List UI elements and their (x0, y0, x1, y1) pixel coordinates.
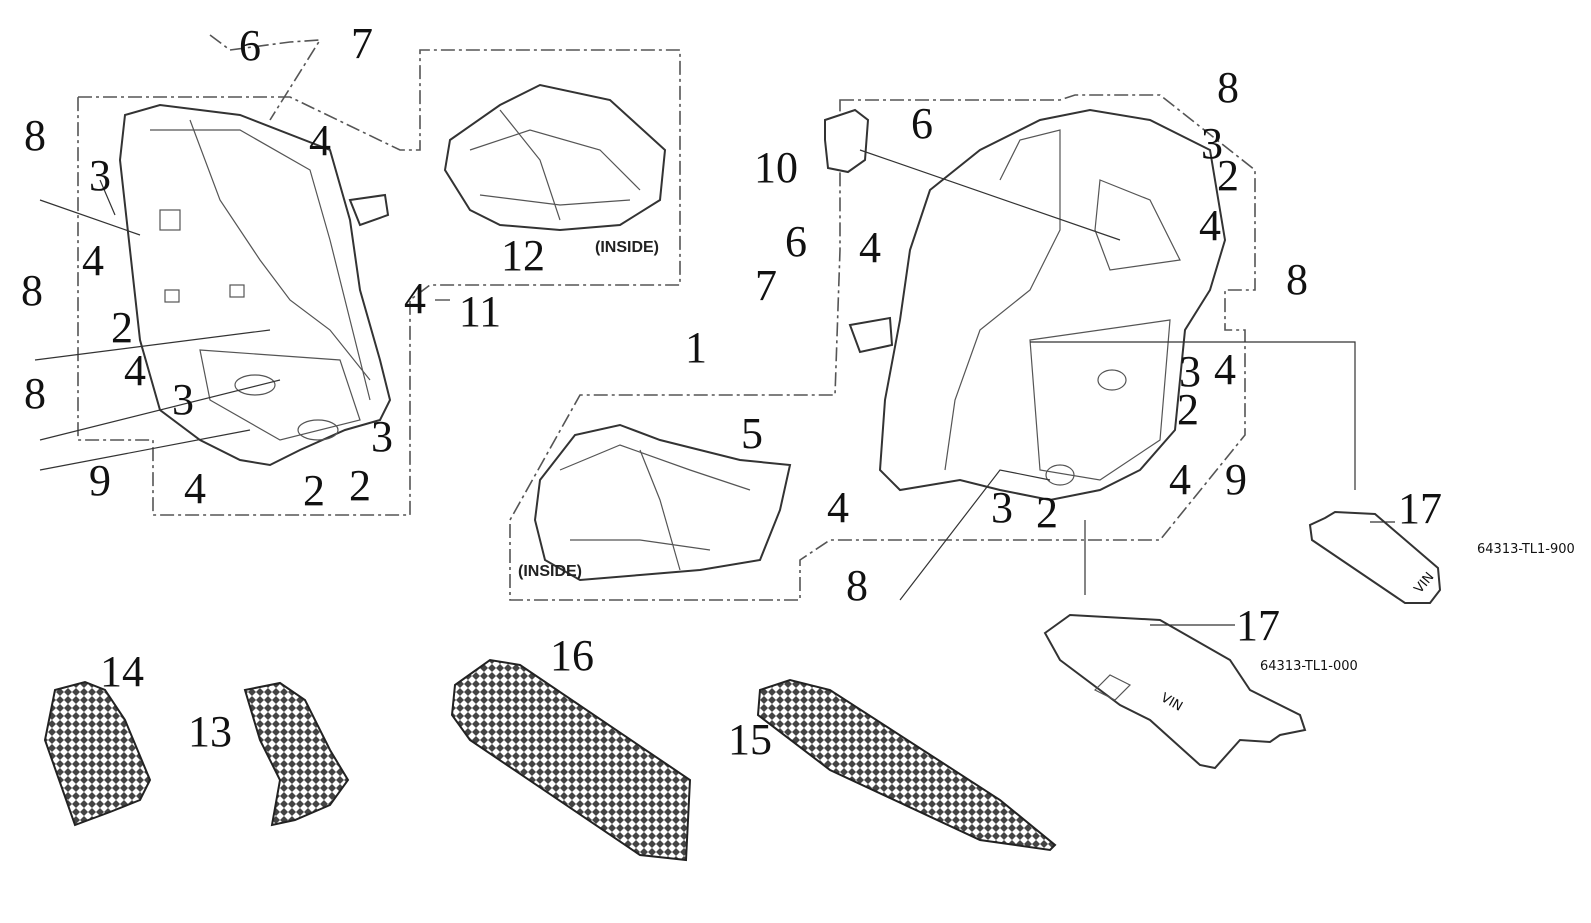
callout: 17 (1236, 601, 1280, 650)
callout: 4 (124, 346, 146, 395)
callout: 17 (1398, 484, 1442, 533)
callout: 2 (1177, 385, 1199, 434)
callout: 4 (1214, 345, 1236, 394)
callout: 16 (550, 631, 594, 680)
inside-label: (INSIDE) (518, 563, 582, 580)
callout: 12 (501, 231, 545, 280)
part-number-upper: 64313-TL1-900 (1477, 542, 1575, 557)
step-mesh-13 (243, 681, 350, 827)
callout: 8 (24, 111, 46, 160)
callout: 4 (859, 223, 881, 272)
callout: 4 (309, 116, 331, 165)
callout: 2 (1217, 151, 1239, 200)
callout: 11 (459, 287, 501, 336)
callouts-bottom: 14 13 16 15 (100, 631, 772, 764)
callout: 7 (351, 19, 373, 68)
callout: 7 (755, 261, 777, 310)
callout: 3 (1201, 119, 1223, 168)
callout: 8 (846, 561, 868, 610)
leader-lines (34, 149, 1395, 626)
callout: 4 (1199, 201, 1221, 250)
inside-box-12 (443, 83, 667, 232)
callout: 9 (1225, 455, 1247, 504)
callouts-right: 10 6 8 3 2 4 6 4 7 8 3 4 2 4 9 4 3 2 8 (754, 63, 1308, 610)
callout: 8 (21, 266, 43, 315)
callout: 4 (184, 464, 206, 513)
callout: 4 (1169, 455, 1191, 504)
callout: 8 (1286, 255, 1308, 304)
callout: 10 (754, 143, 798, 192)
step-mesh-16 (450, 658, 692, 862)
callout: 2 (111, 303, 133, 352)
callout: 4 (404, 274, 426, 323)
callouts-17: 17 17 64313-TL1-900 64313-TL1-000 (1236, 484, 1575, 674)
callout: 6 (785, 217, 807, 266)
callout: 3 (1179, 347, 1201, 396)
callout: 4 (82, 236, 104, 285)
group-outline-left (77, 49, 681, 516)
callout: 8 (1217, 63, 1239, 112)
callout: 3 (991, 483, 1013, 532)
cap-10 (824, 108, 870, 174)
left-inner-cover (118, 103, 392, 467)
lid-17-lower: VIN (1043, 613, 1307, 770)
callouts-center: 1 5 (INSIDE) (518, 323, 763, 580)
callout: 5 (741, 409, 763, 458)
callout: 14 (100, 647, 144, 696)
callout: 6 (239, 21, 261, 70)
callout: 1 (685, 323, 707, 372)
callout: 6 (911, 99, 933, 148)
step-mesh-15 (756, 678, 1057, 852)
callout: 15 (728, 715, 772, 764)
part-number-lower: 64313-TL1-000 (1260, 659, 1358, 674)
callout: 3 (172, 375, 194, 424)
callout: 2 (1036, 488, 1058, 537)
right-inner-cover (848, 108, 1227, 502)
step-mesh-14 (43, 680, 152, 827)
callout: 3 (89, 151, 111, 200)
callout: 13 (188, 707, 232, 756)
callout: 4 (827, 483, 849, 532)
callout: 2 (303, 466, 325, 515)
lid-17-upper: VIN (1308, 510, 1442, 604)
group-outline-tabs (209, 34, 322, 121)
callout: 2 (349, 461, 371, 510)
callout: 3 (371, 412, 393, 461)
inside-box-5 (533, 423, 792, 582)
inside-label: (INSIDE) (595, 239, 659, 256)
callout: 9 (89, 456, 111, 505)
callouts-left: 6 7 8 3 4 4 2 8 4 3 8 4 11 3 2 2 4 9 12 … (21, 19, 659, 515)
group-outline-right (509, 94, 1256, 601)
callout: 8 (24, 369, 46, 418)
